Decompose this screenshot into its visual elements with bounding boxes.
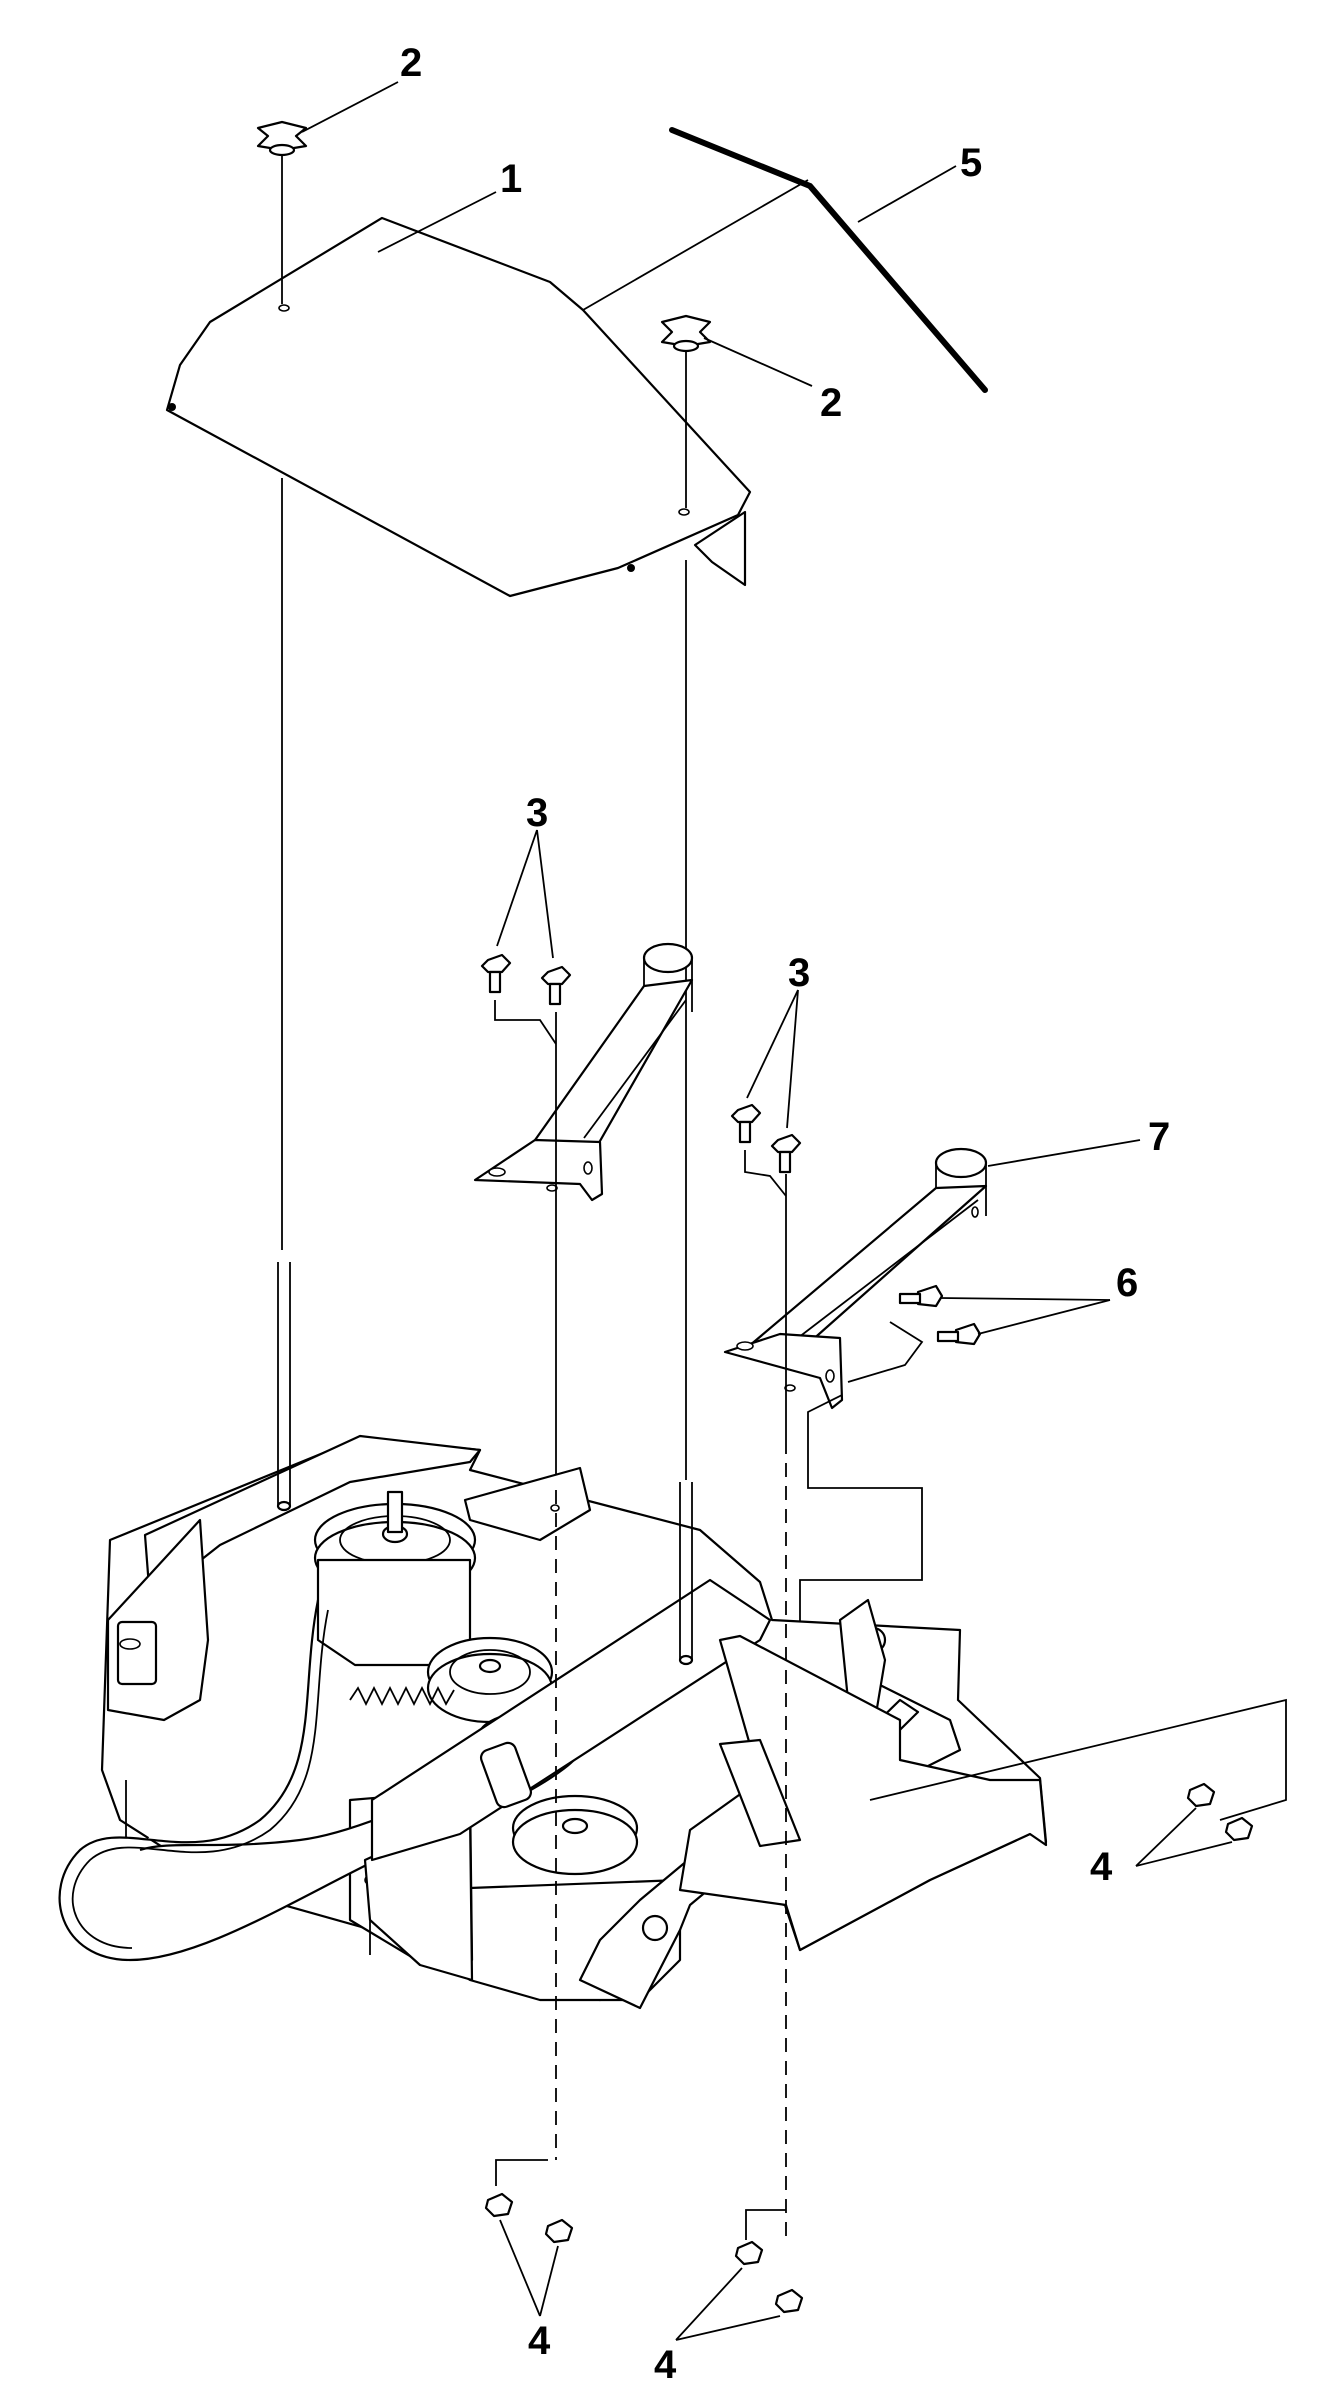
callout-2-top: 2 (400, 41, 422, 85)
callout-4-bottom-right: 4 (654, 2343, 677, 2387)
part-5-rod (669, 127, 988, 393)
part-3-bolt-pair-left (480, 829, 572, 1490)
callout-6: 6 (1116, 1261, 1138, 1305)
part-7-bracket (723, 1139, 1141, 1410)
part-4-nuts-right-side (869, 1698, 1287, 1867)
part-6-screws (799, 1284, 1111, 1720)
mower-deck (58, 1262, 1048, 2010)
part-4-nuts-bottom-left (484, 2159, 574, 2317)
callout-2-right: 2 (820, 381, 842, 425)
callout-4-bottom-left: 4 (528, 2319, 551, 2363)
callout-3-right: 3 (788, 951, 810, 995)
callout-7: 7 (1148, 1115, 1170, 1159)
callout-1: 1 (500, 157, 522, 201)
part-3-bolt-pair-right (730, 989, 802, 1440)
part-1-cover (165, 179, 809, 598)
part-2-knob-right (660, 314, 813, 508)
left-bracket (473, 942, 694, 1202)
callout-5: 5 (960, 141, 982, 185)
callout-4-right: 4 (1090, 1845, 1113, 1889)
part-2-knob-left (256, 81, 399, 304)
part-4-nuts-bottom-right (675, 2209, 804, 2341)
callout-3-left: 3 (526, 791, 548, 835)
